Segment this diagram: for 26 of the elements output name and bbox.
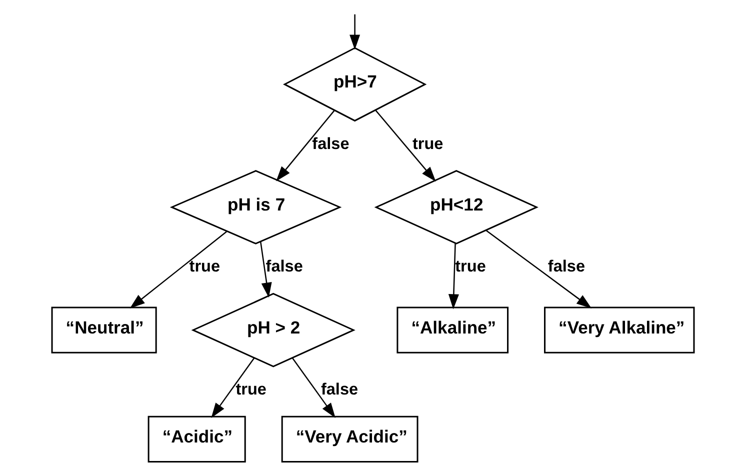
- edge-label: true: [455, 258, 486, 276]
- arrow: [211, 358, 255, 418]
- edge-label: true: [189, 258, 220, 276]
- arrow: [292, 358, 336, 418]
- edge-label: false: [548, 258, 586, 276]
- node-box: “Alkaline”: [396, 306, 509, 354]
- arrow: [276, 110, 335, 182]
- node-box: “Very Alkaline”: [544, 306, 695, 354]
- edge-label: false: [266, 258, 303, 276]
- arrow: [130, 230, 228, 308]
- edge-label: false: [312, 134, 350, 153]
- node-box: “Neutral”: [51, 306, 157, 354]
- arrow: [448, 243, 459, 310]
- arrow: [350, 14, 360, 50]
- node-diamond: pH>7: [282, 47, 427, 122]
- edge-label: false: [320, 380, 358, 399]
- edge-label: true: [412, 134, 444, 153]
- arrow: [260, 242, 272, 298]
- node-box: “Acidic”: [148, 416, 246, 463]
- edge-label: true: [236, 380, 266, 399]
- node-box: “Very Acidic”: [281, 416, 418, 463]
- arrow: [486, 230, 592, 308]
- node-diamond: pH > 2: [191, 292, 356, 368]
- node-diamond: pH<12: [374, 170, 538, 244]
- node-diamond: pH is 7: [170, 170, 342, 244]
- arrow: [375, 110, 436, 182]
